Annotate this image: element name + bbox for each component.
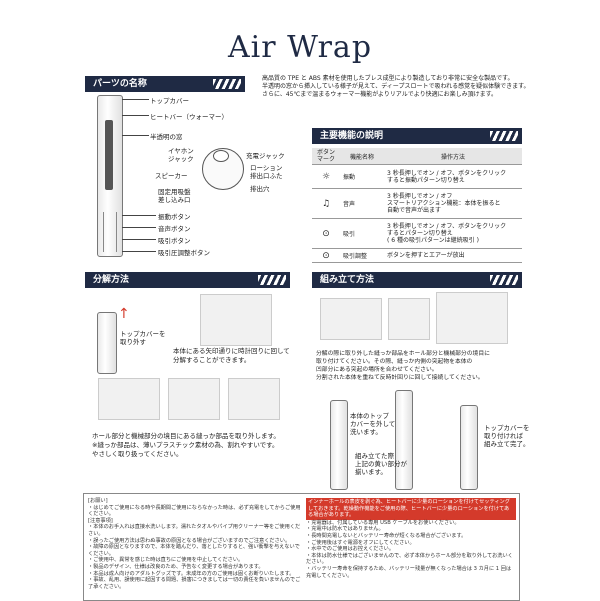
disassembly-photo-4 — [228, 378, 280, 420]
label-lotion: ローション 排出口ふた — [250, 164, 283, 180]
vibration-icon: ☼ — [312, 164, 340, 189]
disassembly-device-illustration — [97, 312, 117, 374]
assembly-section-header: 組み立て方法 — [312, 272, 522, 288]
label-heater: ヒートバー（ウォーマー） — [150, 113, 228, 121]
page-title: Air Wrap — [227, 30, 373, 65]
label-earphone: イヤホン ジャック — [168, 147, 194, 163]
functions-section-header: 主要機能の説明 — [312, 128, 522, 144]
notes-line: ・本体は防水仕様ではございませんので、必ず本体からホール部分を取り外してお洗いく… — [306, 552, 513, 566]
table-header-row: ボタン マーク 機能名称 操作方法 — [312, 148, 522, 165]
table-row: ⊙ 吸引調整 ボタンを押すとエアーが放出 — [312, 248, 522, 263]
device-buttons — [103, 212, 117, 252]
function-name: 吸引 — [340, 218, 384, 249]
label-window: 半透明の窓 — [150, 133, 183, 141]
assembly-step3-label: 組み立てた際 上記の黄い部分が 揃います。 — [355, 452, 407, 476]
function-desc: 3 秒長押しでオン / オフ、ボタンをクリック すると振動パターン切り替え — [384, 164, 522, 189]
disassembly-step2-text: ホール部分と機械部分の境目にある縫っか部品を取り外します。 ※縫っか部品は、薄い… — [92, 432, 280, 458]
intro-line: 半透明の窓から挿入している様子が見えて、ディープスロートで吸われる感覚を疑似体験… — [262, 83, 530, 90]
function-desc: 3 秒長押しでオン / オフ スマートリアクション機能：本体を振ると 自動で音声… — [384, 188, 522, 219]
notes-line: ・故障の原因となりますので、本体を踏んだり、落としたりすると、強い衝撃を与えない… — [88, 544, 300, 557]
notes-line: ・水中でのご使用はお控えください。 — [306, 546, 395, 553]
suction-icon: ⊙ — [312, 218, 340, 249]
section-title: 組み立て方法 — [320, 275, 375, 285]
label-vibration-button: 振動ボタン — [158, 213, 191, 221]
notes-line: ・はじめてご使用になる時や長期間ご使用にならなかった時は、必ず充電をしてからご使… — [88, 504, 301, 518]
notes-line: ・ご使用後はすぐ電源をオフにしてください。 — [306, 539, 415, 546]
assembly-device-1 — [330, 400, 348, 490]
label-speaker: スピーカー — [155, 172, 188, 180]
label-exhaust: 排出穴 — [250, 185, 270, 193]
table-header: 機能名称 — [340, 148, 384, 165]
label-charge-jack: 充電ジャック — [246, 152, 285, 160]
label-suction-button: 吸引ボタン — [158, 237, 191, 245]
device-window — [105, 120, 113, 190]
assembly-step4-label: トップカバーを 取り付ければ 組み立て完了。 — [484, 424, 530, 448]
assembly-device-2 — [395, 390, 413, 490]
disassembly-step1-text: 本体にある矢印通りに時計回りに回して 分解することができます。 — [173, 347, 290, 364]
assembly-photo-3 — [436, 292, 508, 344]
music-note-icon: ♫ — [312, 188, 340, 219]
label-suction-adjust: 吸引圧調整ボタン — [158, 249, 210, 257]
notes-line: ・ご使用中、異常を感じた時は直ちにご使用を中止してください。 — [88, 557, 244, 564]
assembly-photo-2 — [388, 298, 430, 340]
disassembly-photo-1 — [200, 294, 272, 346]
table-header: 操作方法 — [384, 148, 522, 165]
intro-line: 高品質の TPE と ABS 素材を使用したブレス成型により製造しており非常に安… — [262, 75, 514, 82]
notes-line: ・バッテリー寿命を保持するため、バッテリー残量が無くなった場合は 3 カ月に 1… — [306, 565, 512, 579]
notes-heading: [お願い] — [88, 498, 108, 504]
section-title: パーツの名称 — [93, 79, 147, 89]
intro-text: 高品質の TPE と ABS 素材を使用したブレス成型により製造しており非常に安… — [262, 75, 542, 99]
assembly-step2-label: 本体のトップ カバーを外して 洗います。 — [350, 412, 396, 436]
label-suction-cup: 固定用吸盤 差し込み口 — [158, 188, 191, 204]
disassembly-photo-2 — [98, 378, 160, 420]
disassembly-section-header: 分解方法 — [85, 272, 290, 288]
table-header: ボタン マーク — [312, 148, 340, 165]
section-title: 主要機能の説明 — [320, 131, 384, 141]
section-title: 分解方法 — [93, 275, 130, 285]
notes-right-column: インナーホールの表皮を剥ぐ為、ヒートバーに少量のローションを付けてセッティングし… — [306, 498, 516, 579]
label-sound-button: 音声ボタン — [158, 225, 191, 233]
assembly-step1-text: 分解の際に取り外した縫っか部品をホール部分と機械部分の境目に 取り付けてください… — [316, 351, 490, 381]
parts-section-header: パーツの名称 — [85, 76, 245, 92]
arrow-up-icon: ↑ — [118, 306, 130, 322]
notes-box: [お願い] ・はじめてご使用になる時や長期間ご使用にならなかった時は、必ず充電を… — [83, 493, 520, 601]
disassembly-photo-3 — [168, 378, 220, 420]
notes-line: ・事故、乱用、誤使用に起因する問題、損害につきましては一切の責任を負いませんので… — [88, 577, 301, 590]
function-name: 音声 — [340, 188, 384, 219]
assembly-device-3 — [460, 405, 478, 490]
disassembly-step1-label: トップカバーを 取り外す — [120, 330, 166, 346]
notes-line: ・本品は成人向けのアダルトグッズです。未成年の方のご使用は固くお断りいたします。 — [88, 570, 295, 577]
function-desc: 3 秒長押しでオン / オフ、ボタンをクリック するとパターン切り替え ( 6 … — [384, 218, 522, 249]
function-desc: ボタンを押すとエアーが放出 — [384, 248, 522, 263]
caution-heading: [注意事項] — [88, 517, 113, 524]
function-name: 振動 — [340, 164, 384, 189]
table-row: ⊙ 吸引 3 秒長押しでオン / オフ、ボタンをクリック するとパターン切り替え… — [312, 218, 522, 249]
notes-left-column: [お願い] ・はじめてご使用になる時や長期間ご使用にならなかった時は、必ず充電を… — [88, 498, 303, 590]
notes-line: ・充電中は防水ではありません。 — [306, 526, 384, 533]
table-row: ♫ 音声 3 秒長押しでオン / オフ スマートリアクション機能：本体を振ると … — [312, 188, 522, 219]
suction-adjust-icon: ⊙ — [312, 248, 340, 263]
bottom-view-socket — [213, 150, 229, 162]
warning-banner: インナーホールの表皮を剥ぐ為、ヒートバーに少量のローションを付けてセッティングし… — [306, 498, 516, 520]
notes-line: ・誤ったご使用方法は思わぬ事故の原因となる場合がございますのでご注意ください。 — [88, 537, 291, 544]
intro-line: さらに、45℃まで温まるウォーマー機能がよりリアルでより快適にお楽しみ頂けます。 — [262, 91, 497, 98]
assembly-photo-1 — [320, 298, 382, 340]
table-row: ☼ 振動 3 秒長押しでオン / オフ、ボタンをクリック すると振動パターン切り… — [312, 164, 522, 189]
notes-line: ・製品のデザイン、仕様は改良のため、予告なく変更する場合があります。 — [88, 563, 264, 570]
notes-line: ・充電器は、付属している専用 USB ケーブルをお使いください。 — [306, 519, 460, 526]
label-top-cover: トップカバー — [150, 97, 189, 105]
notes-line: ・長時間充電しないとバッテリー寿命が短くなる場合がございます。 — [306, 532, 467, 539]
notes-line: ・本体のお手入れは直接水洗いします。濡れたタオルやパイプ用クリーナー等をご使用く… — [88, 524, 301, 537]
functions-table: ボタン マーク 機能名称 操作方法 ☼ 振動 3 秒長押しでオン / オフ、ボタ… — [312, 148, 522, 263]
function-name: 吸引調整 — [340, 248, 384, 263]
